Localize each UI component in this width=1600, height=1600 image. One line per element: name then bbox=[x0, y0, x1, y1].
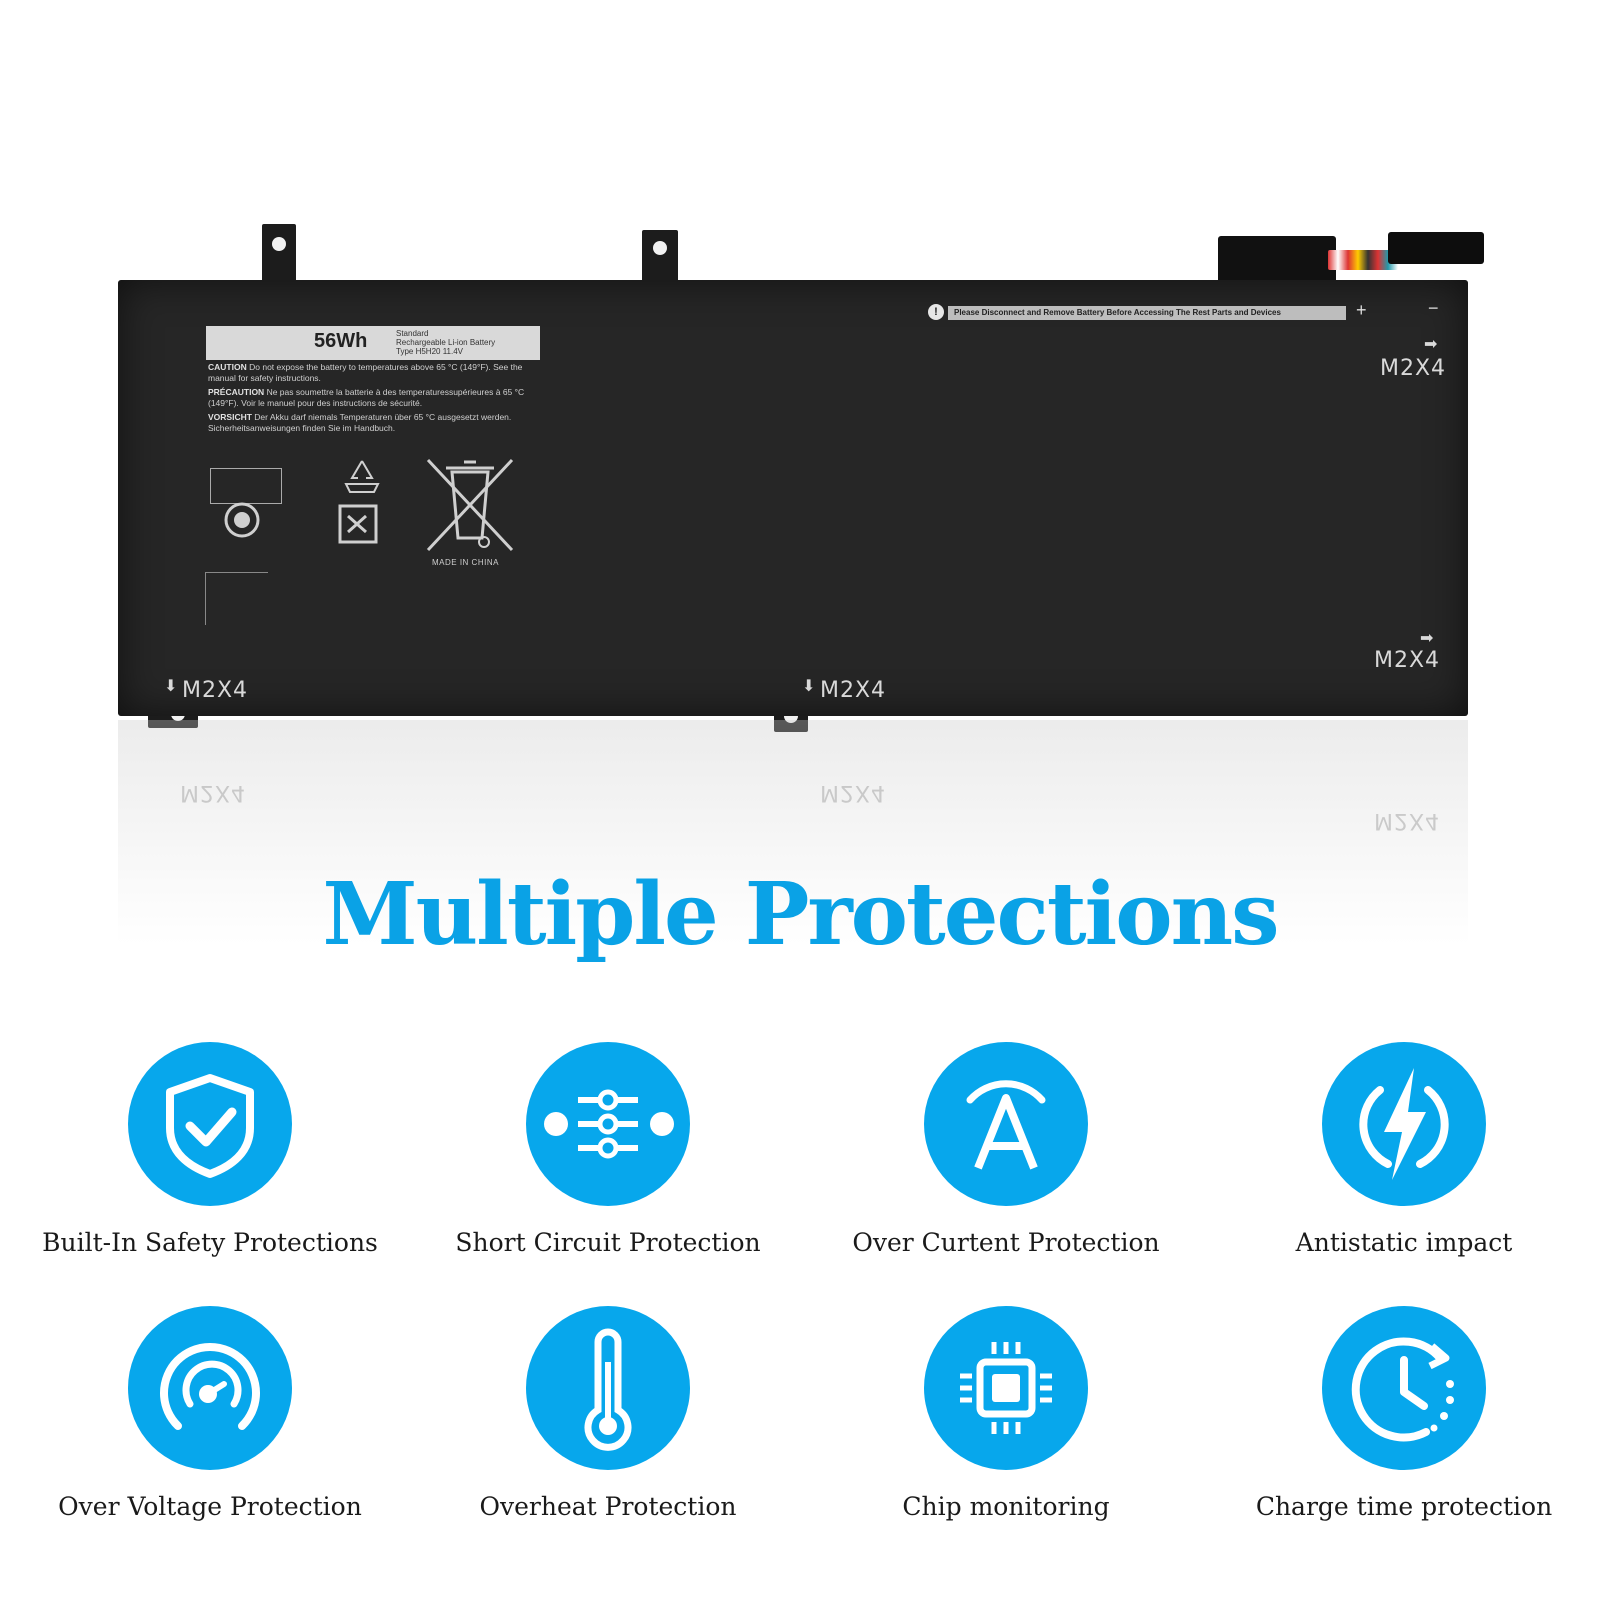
battery-recycle-icon bbox=[338, 504, 378, 544]
feature-circle bbox=[1322, 1042, 1486, 1206]
feature-overheat: Overheat Protection bbox=[428, 1306, 788, 1521]
feature-circle bbox=[526, 1042, 690, 1206]
minus-sign: − bbox=[1428, 298, 1439, 318]
weee-bin-icon bbox=[426, 458, 514, 552]
warning-strip: Please Disconnect and Remove Battery Bef… bbox=[948, 306, 1346, 320]
capacity-label: 56Wh Standard Rechargeable Li-ion Batter… bbox=[206, 326, 540, 360]
feature-circle bbox=[924, 1042, 1088, 1206]
feature-label: Antistatic impact bbox=[1295, 1228, 1513, 1257]
warning-icon: ! bbox=[928, 304, 944, 320]
arrow-down-icon: ⬇ bbox=[164, 678, 178, 695]
reflection-screw-label: M2X4 bbox=[1374, 808, 1441, 833]
feature-label: Charge time protection bbox=[1255, 1492, 1553, 1521]
feature-label: Short Circuit Protection bbox=[455, 1228, 761, 1257]
feature-short-circuit: Short Circuit Protection bbox=[428, 1042, 788, 1257]
arrow-right-icon: ➡ bbox=[1424, 336, 1438, 353]
battery-connector bbox=[1218, 232, 1484, 284]
feature-charge-time: Charge time protection bbox=[1224, 1306, 1584, 1521]
plus-sign: + bbox=[1356, 300, 1367, 320]
feature-circle bbox=[128, 1306, 292, 1470]
screw-label: M2X4 bbox=[1374, 648, 1441, 673]
feature-over-current: Over Curtent Protection bbox=[826, 1042, 1186, 1257]
feature-built-in-safety: Built-In Safety Protections bbox=[30, 1042, 390, 1257]
feature-label: Chip monitoring bbox=[902, 1492, 1110, 1521]
lightning-icon bbox=[1359, 1068, 1449, 1180]
feature-label: Over Curtent Protection bbox=[852, 1228, 1160, 1257]
feature-label: Built-In Safety Protections bbox=[42, 1228, 378, 1257]
arrow-right-icon: ➡ bbox=[1420, 630, 1434, 647]
feature-over-voltage: Over Voltage Protection bbox=[30, 1306, 390, 1521]
headline: Multiple Protections bbox=[322, 864, 1279, 965]
clock-icon bbox=[1351, 1337, 1454, 1442]
thermometer-icon bbox=[584, 1328, 632, 1451]
type-info: Standard Rechargeable Li-ion Battery Typ… bbox=[396, 329, 496, 356]
ampere-icon bbox=[966, 1080, 1046, 1170]
feature-antistatic: Antistatic impact bbox=[1224, 1042, 1584, 1257]
caution-text: CAUTION Do not expose the battery to tem… bbox=[208, 362, 525, 433]
gauge-icon bbox=[160, 1343, 260, 1430]
chip-icon bbox=[960, 1342, 1052, 1434]
shield-check-icon bbox=[166, 1074, 254, 1178]
feature-circle bbox=[526, 1306, 690, 1470]
arrow-down-icon: ⬇ bbox=[802, 678, 816, 695]
screw-label: M2X4 bbox=[820, 678, 887, 703]
feature-label: Overheat Protection bbox=[479, 1492, 737, 1521]
mount-tab bbox=[262, 224, 296, 284]
corner-mark bbox=[205, 572, 268, 625]
feature-label: Over Voltage Protection bbox=[58, 1492, 362, 1521]
feature-circle bbox=[924, 1306, 1088, 1470]
battery-reflection bbox=[118, 720, 1468, 1020]
screw-label: M2X4 bbox=[182, 678, 249, 703]
rohs-5-icon bbox=[224, 502, 260, 538]
recycle-icon bbox=[344, 460, 380, 493]
reflection-screw-label: M2X4 bbox=[820, 780, 887, 805]
feature-circle bbox=[128, 1042, 292, 1206]
circuit-icon bbox=[544, 1089, 674, 1159]
capacity-value: 56Wh bbox=[314, 330, 368, 352]
mount-tab bbox=[642, 230, 678, 284]
screw-label: M2X4 bbox=[1380, 356, 1447, 381]
reflection-screw-label: M2X4 bbox=[180, 780, 247, 805]
feature-circle bbox=[1322, 1306, 1486, 1470]
feature-chip-monitoring: Chip monitoring bbox=[826, 1306, 1186, 1521]
spec-box bbox=[210, 468, 282, 504]
made-in-china-text: MADE IN CHINA bbox=[432, 558, 499, 567]
